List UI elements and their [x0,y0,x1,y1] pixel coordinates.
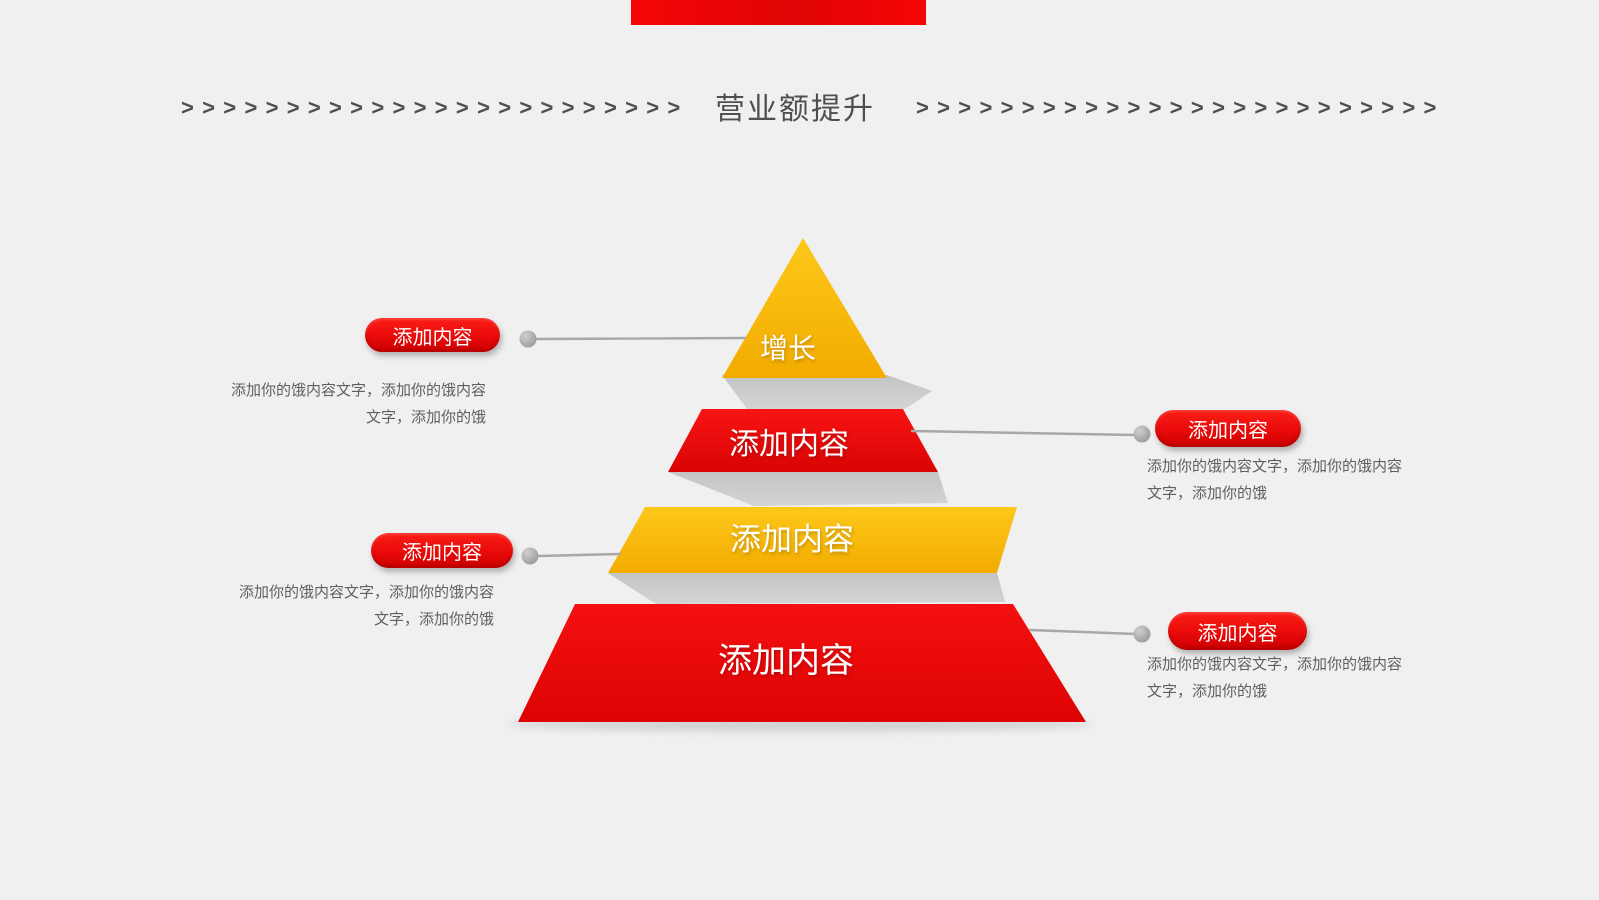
callout-pill-1-label: 添加内容 [392,326,473,349]
slide-title: 营业额提升 [715,93,875,126]
callout-pill-3-label: 添加内容 [402,542,482,564]
callout-pill-2: 添加内容 [1155,410,1301,447]
callout-desc-2: 添加你的饿内容文字，添加你的饿内容 文字，添加你的饿 [1147,453,1427,507]
connector-dot-3-icon [521,547,539,565]
callout-desc-2-line1: 添加你的饿内容文字，添加你的饿内容 [1147,458,1403,475]
connector-line-4 [1028,628,1138,636]
pyramid-level-3-label: 添加内容 [730,522,854,557]
pyramid-level-4-label: 添加内容 [718,642,854,680]
pyramid-level-3-shape [608,507,1017,573]
connector-dot-1-icon [519,330,537,348]
callout-desc-4: 添加你的饿内容文字，添加你的饿内容 文字，添加你的饿 [1147,651,1427,705]
callout-desc-1: 添加你的饿内容文字，添加你的饿内容 文字，添加你的饿 [206,377,486,431]
callout-desc-2-line2: 文字，添加你的饿 [1147,485,1268,502]
connector-dot-4-icon [1133,625,1151,643]
callout-pill-3: 添加内容 [371,533,513,568]
pyramid-level-4-shape [518,604,1086,722]
pyramid-level-1-label: 增长 [759,333,816,364]
pyramid-level-2-shape [668,409,938,472]
callout-desc-1-line2: 文字，添加你的饿 [365,409,486,426]
connector-line-1 [534,336,747,341]
chevron-row-left-icon: >>>>>>>>>>>>>>>>>>>>>>>> [181,95,689,120]
callout-desc-4-line2: 文字，添加你的饿 [1147,683,1268,700]
pyramid-level-2-label: 添加内容 [729,428,849,461]
callout-pill-4: 添加内容 [1168,612,1307,650]
callout-desc-3: 添加你的饿内容文字，添加你的饿内容 文字，添加你的饿 [214,579,494,633]
callout-desc-1-line1: 添加你的饿内容文字，添加你的饿内容 [230,382,486,399]
callout-pill-2-label: 添加内容 [1188,420,1268,442]
pyramid-shadow-3 [608,573,1005,604]
callout-desc-3-line2: 文字，添加你的饿 [373,611,494,628]
pyramid-shadow-1 [722,375,932,409]
chevron-row-right-icon: >>>>>>>>>>>>>>>>>>>>>>>>> [916,95,1445,120]
callout-pill-4-label: 添加内容 [1197,622,1278,645]
pyramid-shadow-2 [668,472,948,506]
top-accent-bar [631,0,926,25]
connector-line-3 [537,552,622,558]
connector-dot-2-icon [1133,425,1151,443]
callout-desc-3-line1: 添加你的饿内容文字，添加你的饿内容 [238,584,494,601]
pyramid-level-1-shape [722,238,887,378]
connector-line-2 [910,429,1137,437]
callout-desc-4-line1: 添加你的饿内容文字，添加你的饿内容 [1147,656,1403,673]
callout-pill-1: 添加内容 [365,318,500,352]
